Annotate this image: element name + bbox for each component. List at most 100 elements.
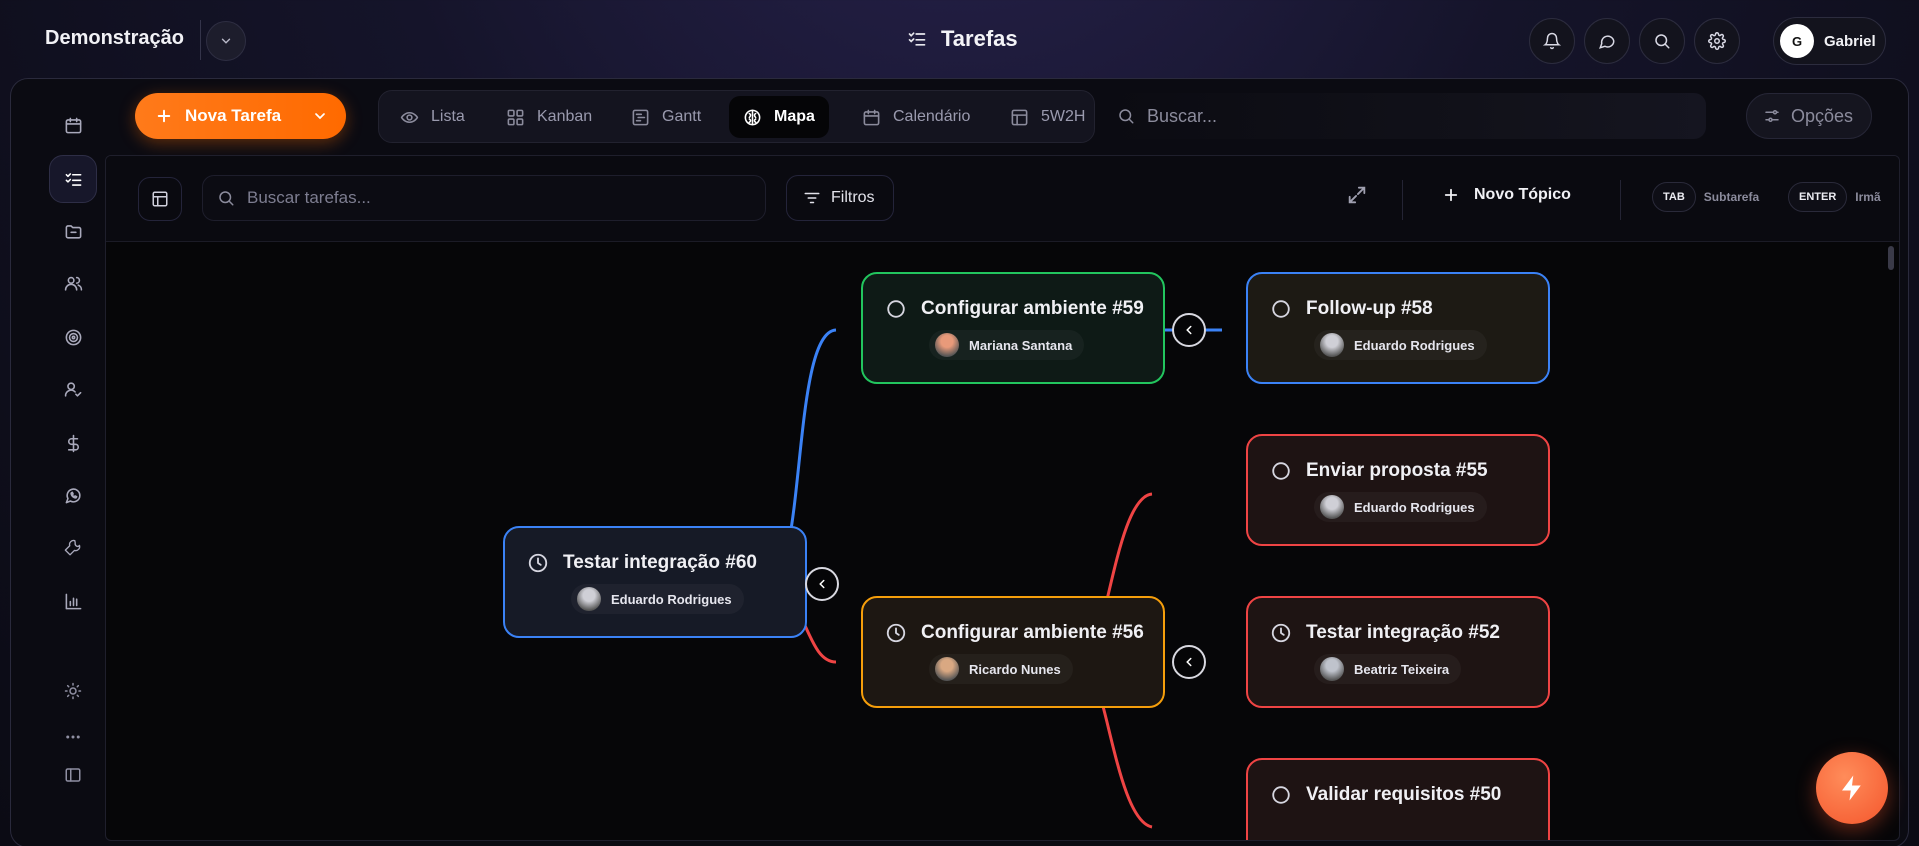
task-search-input[interactable]: Buscar tarefas... xyxy=(247,188,371,207)
task-title: Enviar proposta #55 xyxy=(1306,460,1488,481)
fullscreen-button[interactable] xyxy=(1346,184,1368,206)
sidebar-item-tasks[interactable] xyxy=(49,155,97,203)
sidebar-more[interactable] xyxy=(51,715,95,759)
lightning-icon xyxy=(1842,775,1861,801)
board-toolbar: Buscar tarefas... Filtros Novo Tópico TA… xyxy=(106,156,1899,242)
filters-button[interactable]: Filtros xyxy=(786,175,894,221)
assignee-chip: Eduardo Rodrigues xyxy=(571,584,744,614)
workspace-switcher-button[interactable] xyxy=(206,21,246,61)
circle-icon xyxy=(1272,462,1290,480)
task-node[interactable]: Validar requisitos #50 xyxy=(1246,758,1550,840)
users-icon xyxy=(64,276,82,291)
options-label: Opções xyxy=(1791,105,1854,126)
tasks-icon xyxy=(65,172,81,186)
scrollbar[interactable] xyxy=(1888,246,1894,270)
notifications-button[interactable] xyxy=(1529,18,1575,64)
global-search-button[interactable] xyxy=(1639,18,1685,64)
task-search-field[interactable]: Buscar tarefas... xyxy=(202,175,766,221)
tab-5w2h[interactable]: 5W2H xyxy=(996,96,1099,138)
toolbar-divider xyxy=(1402,180,1403,220)
more-icon xyxy=(66,735,80,739)
new-task-button[interactable]: Nova Tarefa xyxy=(135,93,346,139)
brain-icon xyxy=(744,109,761,125)
assignee-chip: Beatriz Teixeira xyxy=(1314,654,1462,684)
sidebar-panel[interactable] xyxy=(51,753,95,797)
avatar xyxy=(1320,657,1344,681)
options-button[interactable]: Opções xyxy=(1746,93,1872,139)
filter-icon xyxy=(804,192,820,204)
assignee-name: Beatriz Teixeira xyxy=(1354,661,1450,677)
sidebar-sun[interactable] xyxy=(51,669,95,713)
search-icon xyxy=(1655,34,1670,49)
bell-icon xyxy=(1543,32,1561,50)
sidebar-item-wrench[interactable] xyxy=(51,525,95,569)
assignee-name: Mariana Santana xyxy=(969,337,1073,353)
tab-mapa[interactable]: Mapa xyxy=(729,96,829,138)
sidebar-item-chart[interactable] xyxy=(51,579,95,623)
kbd-key: ENTER xyxy=(1788,182,1848,212)
calendar-icon xyxy=(65,117,81,133)
avatar: G xyxy=(1780,24,1814,58)
layout-toggle-button[interactable] xyxy=(138,177,182,221)
toolbar-search[interactable]: Buscar... xyxy=(1107,93,1706,139)
chevron-down-icon xyxy=(221,38,231,44)
sun-icon xyxy=(64,682,82,700)
quick-action-button[interactable] xyxy=(1816,752,1888,824)
tab-gantt[interactable]: Gantt xyxy=(617,96,715,138)
new-task-label: Nova Tarefa xyxy=(185,106,282,125)
sidebar-item-folder[interactable] xyxy=(51,209,95,253)
sidebar-item-target[interactable] xyxy=(51,315,95,359)
new-topic-button[interactable]: Novo Tópico xyxy=(1442,186,1571,204)
sidebar-item-user-check[interactable] xyxy=(51,367,95,411)
avatar xyxy=(1320,495,1344,519)
task-node-header: Testar integração #52 xyxy=(1270,622,1548,644)
task-node-header: Validar requisitos #50 xyxy=(1270,784,1548,806)
folder-icon xyxy=(65,224,81,239)
layout-icon xyxy=(152,191,168,207)
target-icon xyxy=(65,329,81,345)
page-title-text: Tarefas xyxy=(941,26,1018,51)
page-title: Tarefas xyxy=(907,26,1018,52)
collapse-toggle[interactable] xyxy=(1172,313,1206,347)
assignee-chip: Mariana Santana xyxy=(929,330,1085,360)
tab-lista[interactable]: Lista xyxy=(386,96,479,138)
search-input[interactable]: Buscar... xyxy=(1147,105,1218,126)
tab-kanban[interactable]: Kanban xyxy=(492,96,606,138)
panel-icon xyxy=(65,768,81,782)
kbd-label: Irmã xyxy=(1855,190,1881,204)
workspace-name[interactable]: Demonstração xyxy=(45,27,184,49)
collapse-toggle[interactable] xyxy=(1172,645,1206,679)
task-title: Follow-up #58 xyxy=(1306,298,1433,319)
kanban-icon xyxy=(507,109,524,125)
collapse-toggle[interactable] xyxy=(805,567,839,601)
settings-button[interactable] xyxy=(1694,18,1740,64)
new-topic-label: Novo Tópico xyxy=(1474,186,1571,203)
wrench-icon xyxy=(64,539,80,555)
plus-icon xyxy=(157,109,171,123)
sidebar-item-dollar[interactable] xyxy=(51,421,95,465)
sidebar-item-calendar[interactable] xyxy=(51,103,95,147)
sidebar-item-users[interactable] xyxy=(51,261,95,305)
dollar-icon xyxy=(67,434,79,452)
plus-icon xyxy=(1444,188,1458,202)
chevron-left-icon xyxy=(1186,325,1192,335)
chevron-down-icon[interactable] xyxy=(312,108,328,124)
messages-button[interactable] xyxy=(1584,18,1630,64)
sidebar-item-whatsapp[interactable] xyxy=(51,473,95,517)
toolbar: Nova Tarefa Lista Kanban Gantt Mapa Calendár… xyxy=(135,90,1897,143)
kbd-key: TAB xyxy=(1652,182,1696,212)
eye-icon xyxy=(400,111,419,123)
gantt-icon xyxy=(632,109,649,125)
user-menu-button[interactable]: G Gabriel xyxy=(1773,17,1886,65)
task-title: Testar integração #52 xyxy=(1306,622,1500,643)
search-icon xyxy=(219,191,234,206)
tab-calend-rio[interactable]: Calendário xyxy=(848,96,984,138)
sidebar xyxy=(35,103,109,843)
